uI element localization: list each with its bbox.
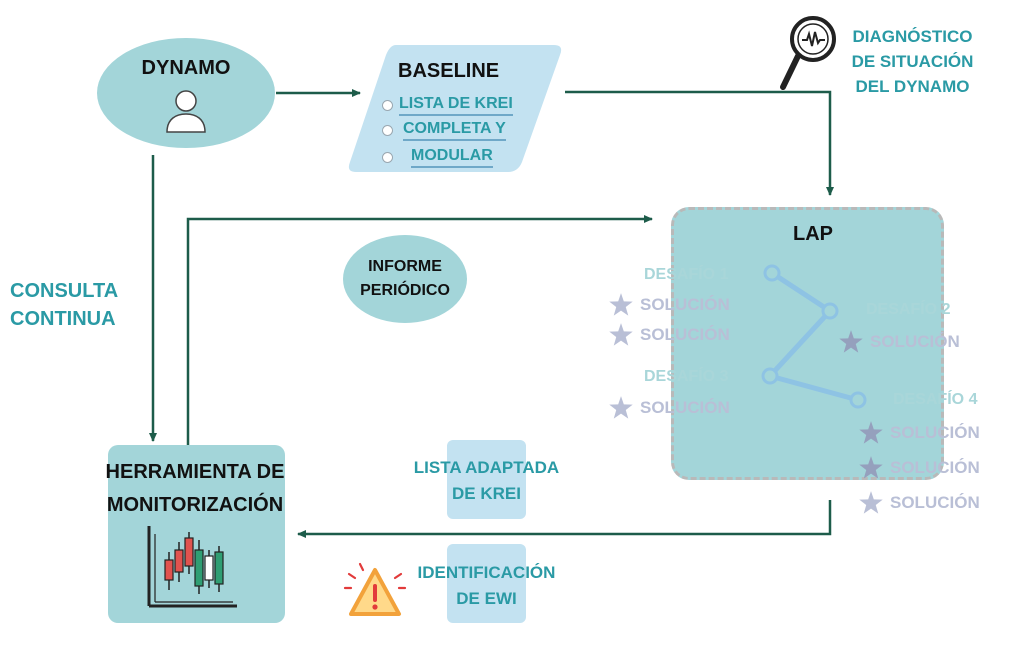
warning-icon [343,562,407,616]
star-icon [609,293,633,316]
challenge-label: DESAFÍO 1 [644,266,729,283]
challenge-label: DESAFÍO 3 [644,368,729,385]
star-icon [839,330,863,353]
baseline-title: BASELINE [398,60,500,82]
lista-adaptada-box [447,440,526,519]
herramienta-title: HERRAMIENTA DE MONITORIZACIÓN [105,461,285,516]
magnifier-pulse-icon [780,16,836,90]
challenge-label: DESAFÍO 4 [893,391,978,408]
bullet-circle-icon [382,125,393,136]
star-icon [609,396,633,419]
arrow-baseline-to-lap [565,90,834,196]
star-icon [859,456,883,479]
dynamo-title: DYNAMO [141,57,231,79]
star-icon [859,491,883,514]
baseline-shape [348,45,562,172]
star-icon [859,421,883,444]
arrow-herramienta-to-lap [186,215,653,445]
identificacion-text: IDENTIFICACIÓN DE EWI [417,563,556,608]
bullet-circle-icon [382,100,393,111]
lista-adaptada-text: LISTA ADAPTADA DE KREI [413,458,560,503]
solution-label: SOLUCIÓN [890,493,980,512]
consulta-text: CONSULTA CONTINUA [10,280,119,330]
baseline-item: LISTA DE KREI [382,95,513,116]
informe-node: INFORME PERIÓDICO [343,235,467,323]
lap-title: LAP [793,223,833,245]
diagnostico-text: DIAGNÓSTICO DE SITUACIÓN DEL DYNAMO [851,27,974,96]
challenge-label: DESAFÍO 2 [866,301,951,318]
solution-label: SOLUCIÓN [890,458,980,477]
bullet-circle-icon [382,152,393,163]
solution-label: SOLUCIÓN [640,295,730,314]
solution-label: SOLUCIÓN [890,423,980,442]
identificacion-box [447,544,526,623]
user-icon [166,90,206,133]
candlestick-chart-icon [147,526,237,608]
solution-label: SOLUCIÓN [640,325,730,344]
solution-label: SOLUCIÓN [870,332,960,351]
herramienta-box [108,445,285,623]
lap-box [671,207,944,480]
star-icon [609,323,633,346]
solution-label: SOLUCIÓN [640,398,730,417]
baseline-item: MODULAR [382,147,493,168]
arrow-lap-to-herramienta [297,500,832,538]
baseline-item: COMPLETA Y [382,120,506,141]
